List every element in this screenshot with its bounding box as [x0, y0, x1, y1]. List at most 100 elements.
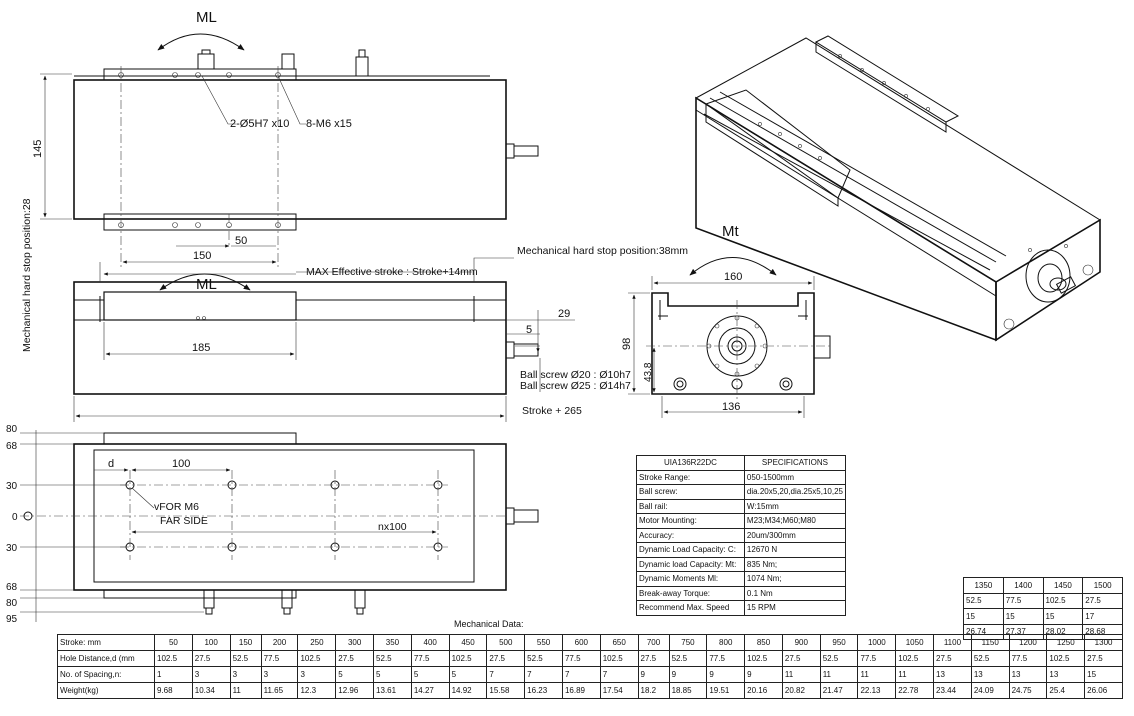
mech-weight-cell: 19.51 — [706, 682, 746, 699]
mech-stroke-cell: 1300 — [1084, 634, 1123, 651]
long-spacing-cell: 17 — [1082, 608, 1123, 625]
mech-hole-distance-cell: 102.5 — [599, 650, 639, 667]
spec-key: Ball rail: — [636, 498, 745, 514]
spec-value: 835 Nm; — [743, 556, 847, 572]
mech-weight-cell: 13.61 — [373, 682, 412, 699]
dim-68-top: 68 — [6, 441, 18, 452]
mech-hole-distance-cell: 102.5 — [1046, 650, 1086, 667]
mech-spacing-cell: 5 — [410, 666, 450, 683]
spec-value: 15 RPM — [743, 600, 847, 616]
mech-spacing-cell: 9 — [744, 666, 783, 683]
long-stroke-table: 1350 1400 1450 1500 52.5 77.5 102.5 27.5… — [963, 577, 1123, 640]
far-side-note-2: FAR SIDE — [160, 515, 208, 527]
mech-weight-cell: 17.54 — [599, 682, 639, 699]
mech-weight-cell: 11 — [229, 682, 262, 699]
mech-stroke-cell: 1150 — [970, 634, 1010, 651]
long-spacing-cell: 15 — [1002, 608, 1044, 625]
mech-weight-cell: 18.85 — [668, 682, 708, 699]
mech-hole-distance-cell: 77.5 — [561, 650, 601, 667]
mech-hole-distance-cell: 27.5 — [486, 650, 526, 667]
mech-row-label: Hole Distance,d (mm — [57, 650, 155, 667]
mech-weight-cell: 10.34 — [191, 682, 231, 699]
mech-hole-distance-cell: 27.5 — [191, 650, 231, 667]
hole-step-dim: 50 — [235, 235, 247, 247]
mech-hole-distance-cell: 52.5 — [524, 650, 563, 667]
dim-95: 95 — [6, 614, 18, 625]
mech-stroke-cell: 1050 — [895, 634, 935, 651]
left-stop-label: Mechanical hard stop position:28 — [21, 198, 33, 352]
spec-key: Motor Mounting: — [636, 513, 745, 529]
mech-spacing-cell: 7 — [599, 666, 639, 683]
mech-hole-distance-cell: 102.5 — [448, 650, 488, 667]
mech-hole-distance-cell: 102.5 — [154, 650, 193, 667]
stroke-label: MAX Effective stroke : Stroke+14mm — [306, 266, 478, 278]
mech-spacing-cell: 5 — [448, 666, 488, 683]
mech-hole-distance-cell: 102.5 — [297, 650, 337, 667]
mech-spacing-cell: 9 — [706, 666, 746, 683]
spec-key: Break-away Torque: — [636, 585, 745, 601]
long-spacing-row: 15 15 15 17 — [963, 608, 1123, 625]
top-view: 2-Ø5H7 x10 8-M6 x15 145 ML 150 50 — [32, 9, 539, 268]
carriage-length-dim: 185 — [192, 342, 210, 354]
spec-header-row: UIA136R22DC SPECIFICATIONS — [636, 455, 847, 471]
spec-value: 20um/300mm — [743, 527, 847, 543]
mechanical-data-title: Mechanical Data: — [454, 619, 524, 629]
mech-stroke-cell: 1200 — [1008, 634, 1048, 651]
dim-30-bottom: 30 — [6, 543, 18, 554]
mech-stroke-cell: 550 — [524, 634, 563, 651]
mech-spacing-cell: 3 — [229, 666, 262, 683]
mech-weight-cell: 16.89 — [561, 682, 601, 699]
mech-weight-cell: 12.96 — [335, 682, 375, 699]
mech-hole-distance-cell: 102.5 — [895, 650, 935, 667]
mech-stroke-cell: 300 — [335, 634, 375, 651]
mech-hole-distance-cell: 77.5 — [857, 650, 897, 667]
spec-key: Accuracy: — [636, 527, 745, 543]
mech-hole-distance-cell: 77.5 — [260, 650, 299, 667]
long-hole-cell: 102.5 — [1042, 592, 1084, 609]
long-stroke-cell: 1450 — [1042, 577, 1084, 594]
end-moment-label: Mt — [722, 223, 739, 240]
long-spacing-cell: 15 — [1042, 608, 1084, 625]
bottom-view: 80 68 30 0 30 68 80 95 d 100 vFOR M6 FAR… — [6, 424, 539, 625]
dim-30-top: 30 — [6, 481, 18, 492]
overall-length-dim: Stroke + 265 — [522, 405, 582, 417]
mech-spacing-cell: 13 — [933, 666, 972, 683]
mech-hole-distance-cell: 27.5 — [933, 650, 972, 667]
height-dim: 145 — [32, 140, 44, 158]
mech-stroke-cell: 1100 — [933, 634, 972, 651]
mech-spacing-cell: 9 — [668, 666, 708, 683]
dim-68-bottom: 68 — [6, 582, 18, 593]
mech-weight-cell: 18.2 — [637, 682, 670, 699]
long-stroke-cell: 1500 — [1082, 577, 1123, 594]
end-width-top: 160 — [724, 271, 742, 283]
long-spacing-cell: 15 — [963, 608, 1004, 625]
spec-row: Dynamic Moments Ml:1074 Nm; — [636, 571, 847, 587]
mech-spacing-cell: 3 — [260, 666, 299, 683]
far-side-note-1: vFOR M6 — [154, 501, 199, 513]
long-stroke-cell: 1400 — [1002, 577, 1044, 594]
spec-row: Stroke Range:050-1500mm — [636, 469, 847, 485]
mech-stroke-cell: 950 — [819, 634, 859, 651]
mech-hole-distance-cell: 77.5 — [1008, 650, 1048, 667]
mech-spacing-cell: 15 — [1084, 666, 1123, 683]
mech-weight-cell: 26.06 — [1084, 682, 1123, 699]
spec-row: Dynamic load Capacity: Mt:835 Nm; — [636, 556, 847, 572]
mech-weight-cell: 14.92 — [448, 682, 488, 699]
n-pitch-dim: nx100 — [378, 521, 407, 533]
mech-hole-distance-cell: 77.5 — [410, 650, 450, 667]
mech-weight-cell: 11.65 — [260, 682, 299, 699]
mech-hole-distance-cell: 27.5 — [1084, 650, 1123, 667]
mech-weight-cell: 22.78 — [895, 682, 935, 699]
ball-screw-20: Ball screw Ø20 : Ø10h7 — [520, 369, 631, 381]
mech-stroke-cell: 200 — [260, 634, 299, 651]
long-stroke-row: 1350 1400 1450 1500 — [963, 577, 1123, 594]
thread-callout: 8-M6 x15 — [306, 118, 352, 130]
mech-stroke-cell: 900 — [781, 634, 821, 651]
mech-spacing-cell: 13 — [1008, 666, 1048, 683]
pin-callout: 2-Ø5H7 x10 — [230, 118, 289, 130]
mech-stroke-cell: 1000 — [857, 634, 897, 651]
mech-stroke-cell: 150 — [229, 634, 262, 651]
